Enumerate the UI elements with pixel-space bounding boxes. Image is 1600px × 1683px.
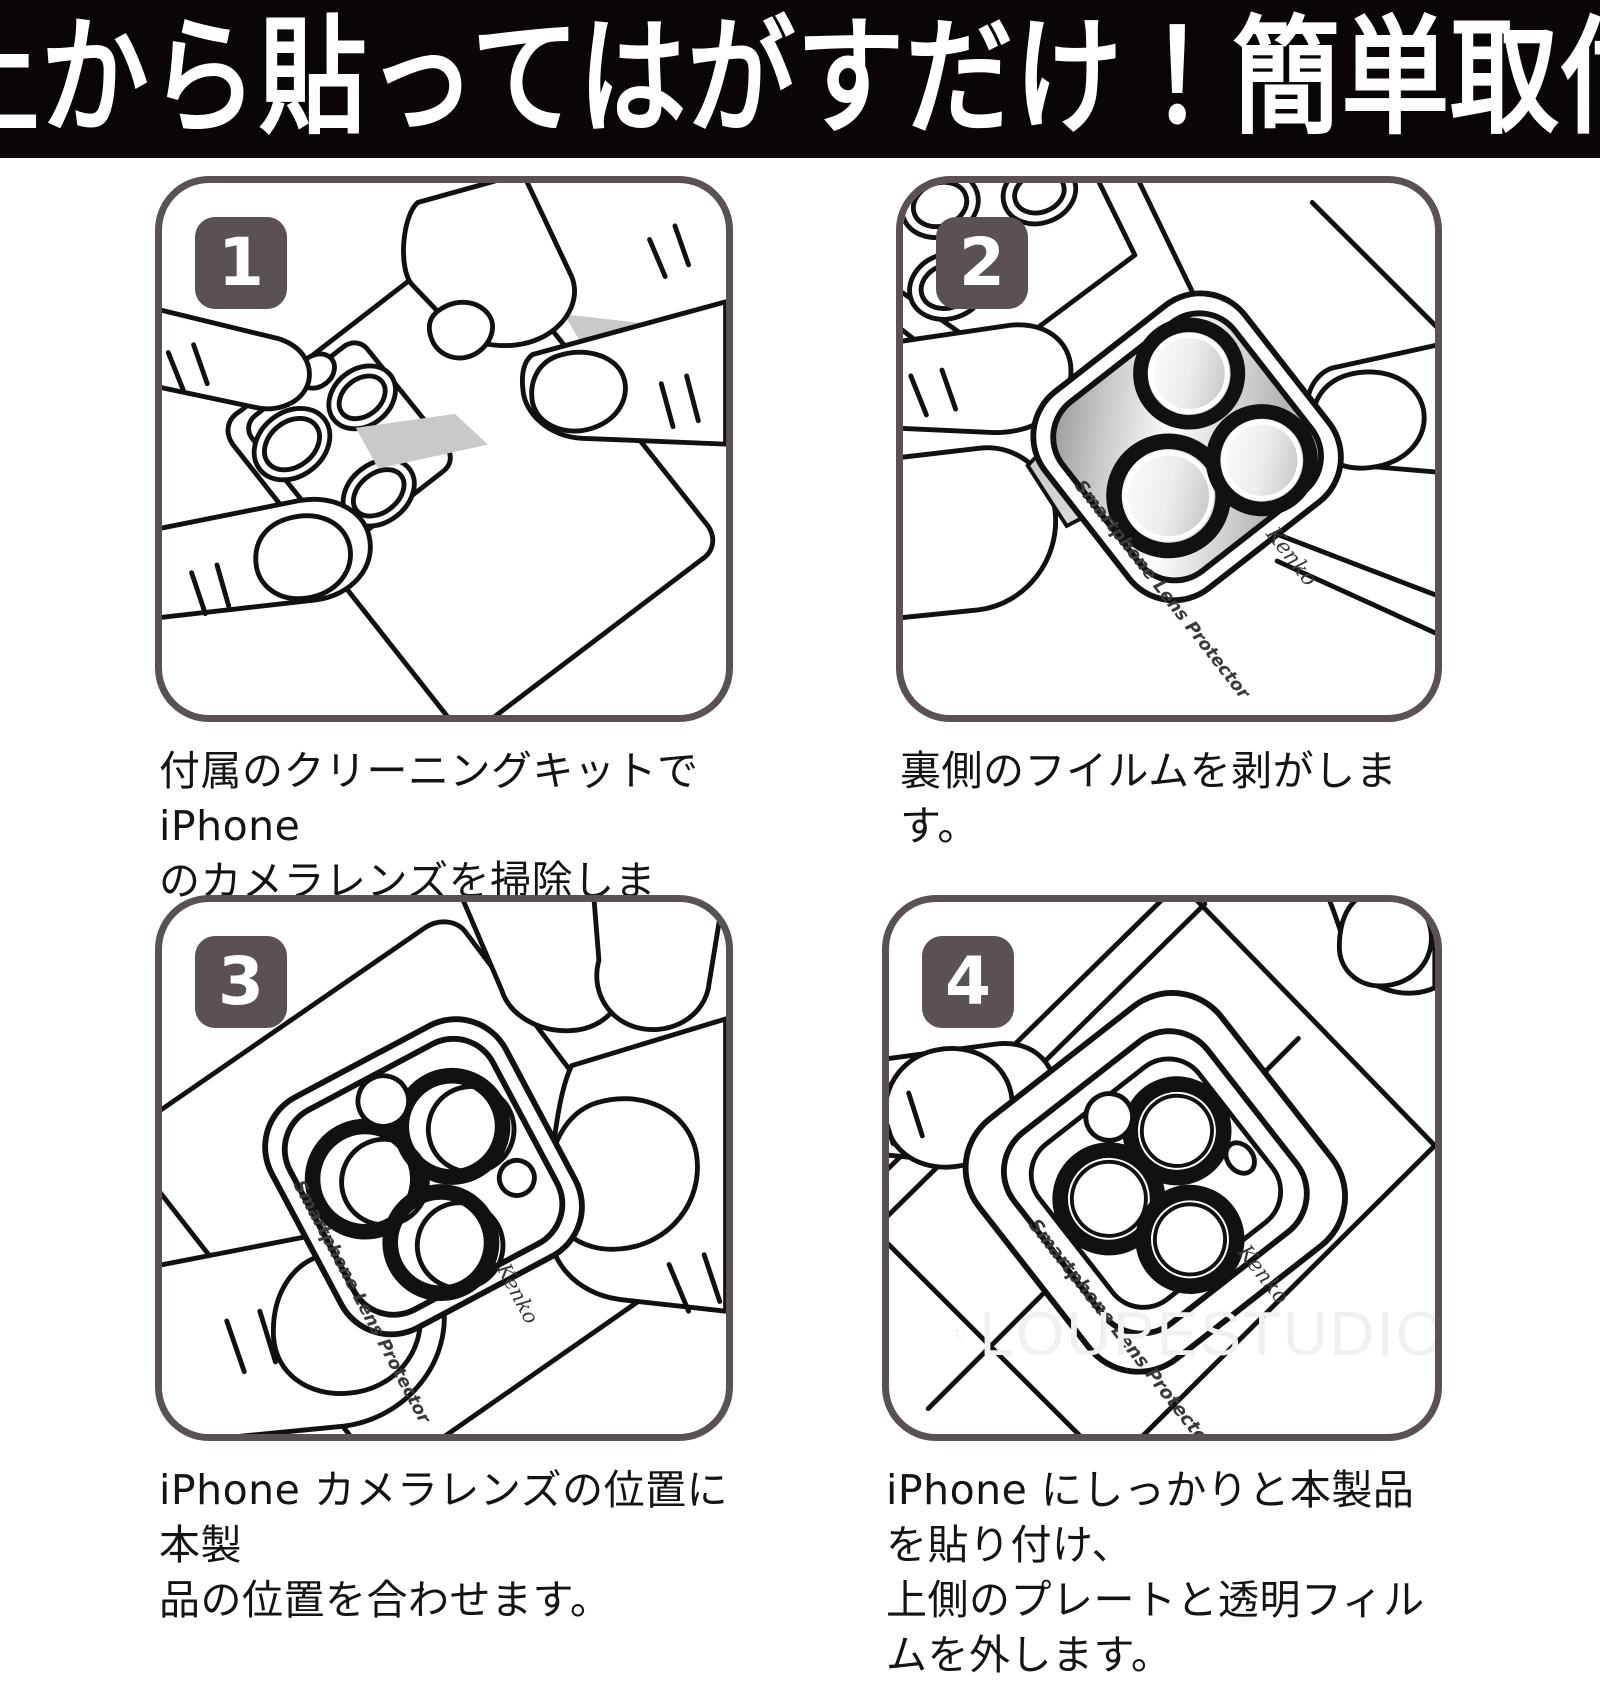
step-1-panel: 1 — [155, 176, 733, 722]
step-3: 3 — [155, 895, 733, 1628]
step-2-caption-line1: 裏側のフイルムを剥がします。 — [900, 747, 1398, 850]
step-3-caption: iPhone カメラレンズの位置に本製 品の位置を合わせます。 — [155, 1463, 733, 1628]
step-4-number: 4 — [945, 943, 991, 1020]
step-2-badge: 2 — [936, 217, 1028, 309]
step-1-illustration — [162, 183, 726, 715]
step-4-illustration: Smartphone Lens Protector Kenko — [889, 902, 1435, 1434]
step-2-panel: 2 — [896, 176, 1442, 722]
step-3-number: 3 — [218, 943, 264, 1020]
step-1-number: 1 — [218, 224, 264, 301]
step-4-badge: 4 — [922, 936, 1014, 1028]
step-2-illustration: Smartphone Lens Protector Kenko — [903, 183, 1435, 704]
step-4-caption-line1: iPhone にしっかりと本製品を貼り付け、 — [886, 1466, 1415, 1569]
header-banner: 上から貼ってはがすだけ！簡単取付 — [0, 0, 1600, 158]
step-4: 4 LOUPESTUDIO — [882, 895, 1442, 1683]
step-4-panel: 4 LOUPESTUDIO — [882, 895, 1442, 1441]
step-2-caption: 裏側のフイルムを剥がします。 — [896, 744, 1442, 854]
step-3-caption-line1: iPhone カメラレンズの位置に本製 — [159, 1466, 729, 1569]
steps-grid: 1 — [0, 158, 1600, 1679]
step-4-caption: iPhone にしっかりと本製品を貼り付け、 上側のプレートと透明フィルムを外し… — [882, 1463, 1442, 1683]
brand-text: Kenko — [1260, 522, 1322, 592]
step-3-caption-line2: 品の位置を合わせます。 — [159, 1575, 612, 1624]
step-3-badge: 3 — [195, 936, 287, 1028]
step-3-illustration: Smartphone Lens Protector Kenko — [162, 902, 726, 1434]
step-1: 1 — [155, 176, 733, 964]
step-2-number: 2 — [959, 224, 1005, 301]
step-3-panel: 3 — [155, 895, 733, 1441]
step-1-badge: 1 — [195, 217, 287, 309]
page-title: 上から貼ってはがすだけ！簡単取付 — [0, 4, 1600, 153]
step-1-caption-line1: 付属のクリーニングキットで iPhone — [159, 747, 699, 850]
step-4-caption-line2: 上側のプレートと透明フィルムを外します。 — [886, 1575, 1425, 1679]
step-2: 2 — [896, 176, 1442, 854]
